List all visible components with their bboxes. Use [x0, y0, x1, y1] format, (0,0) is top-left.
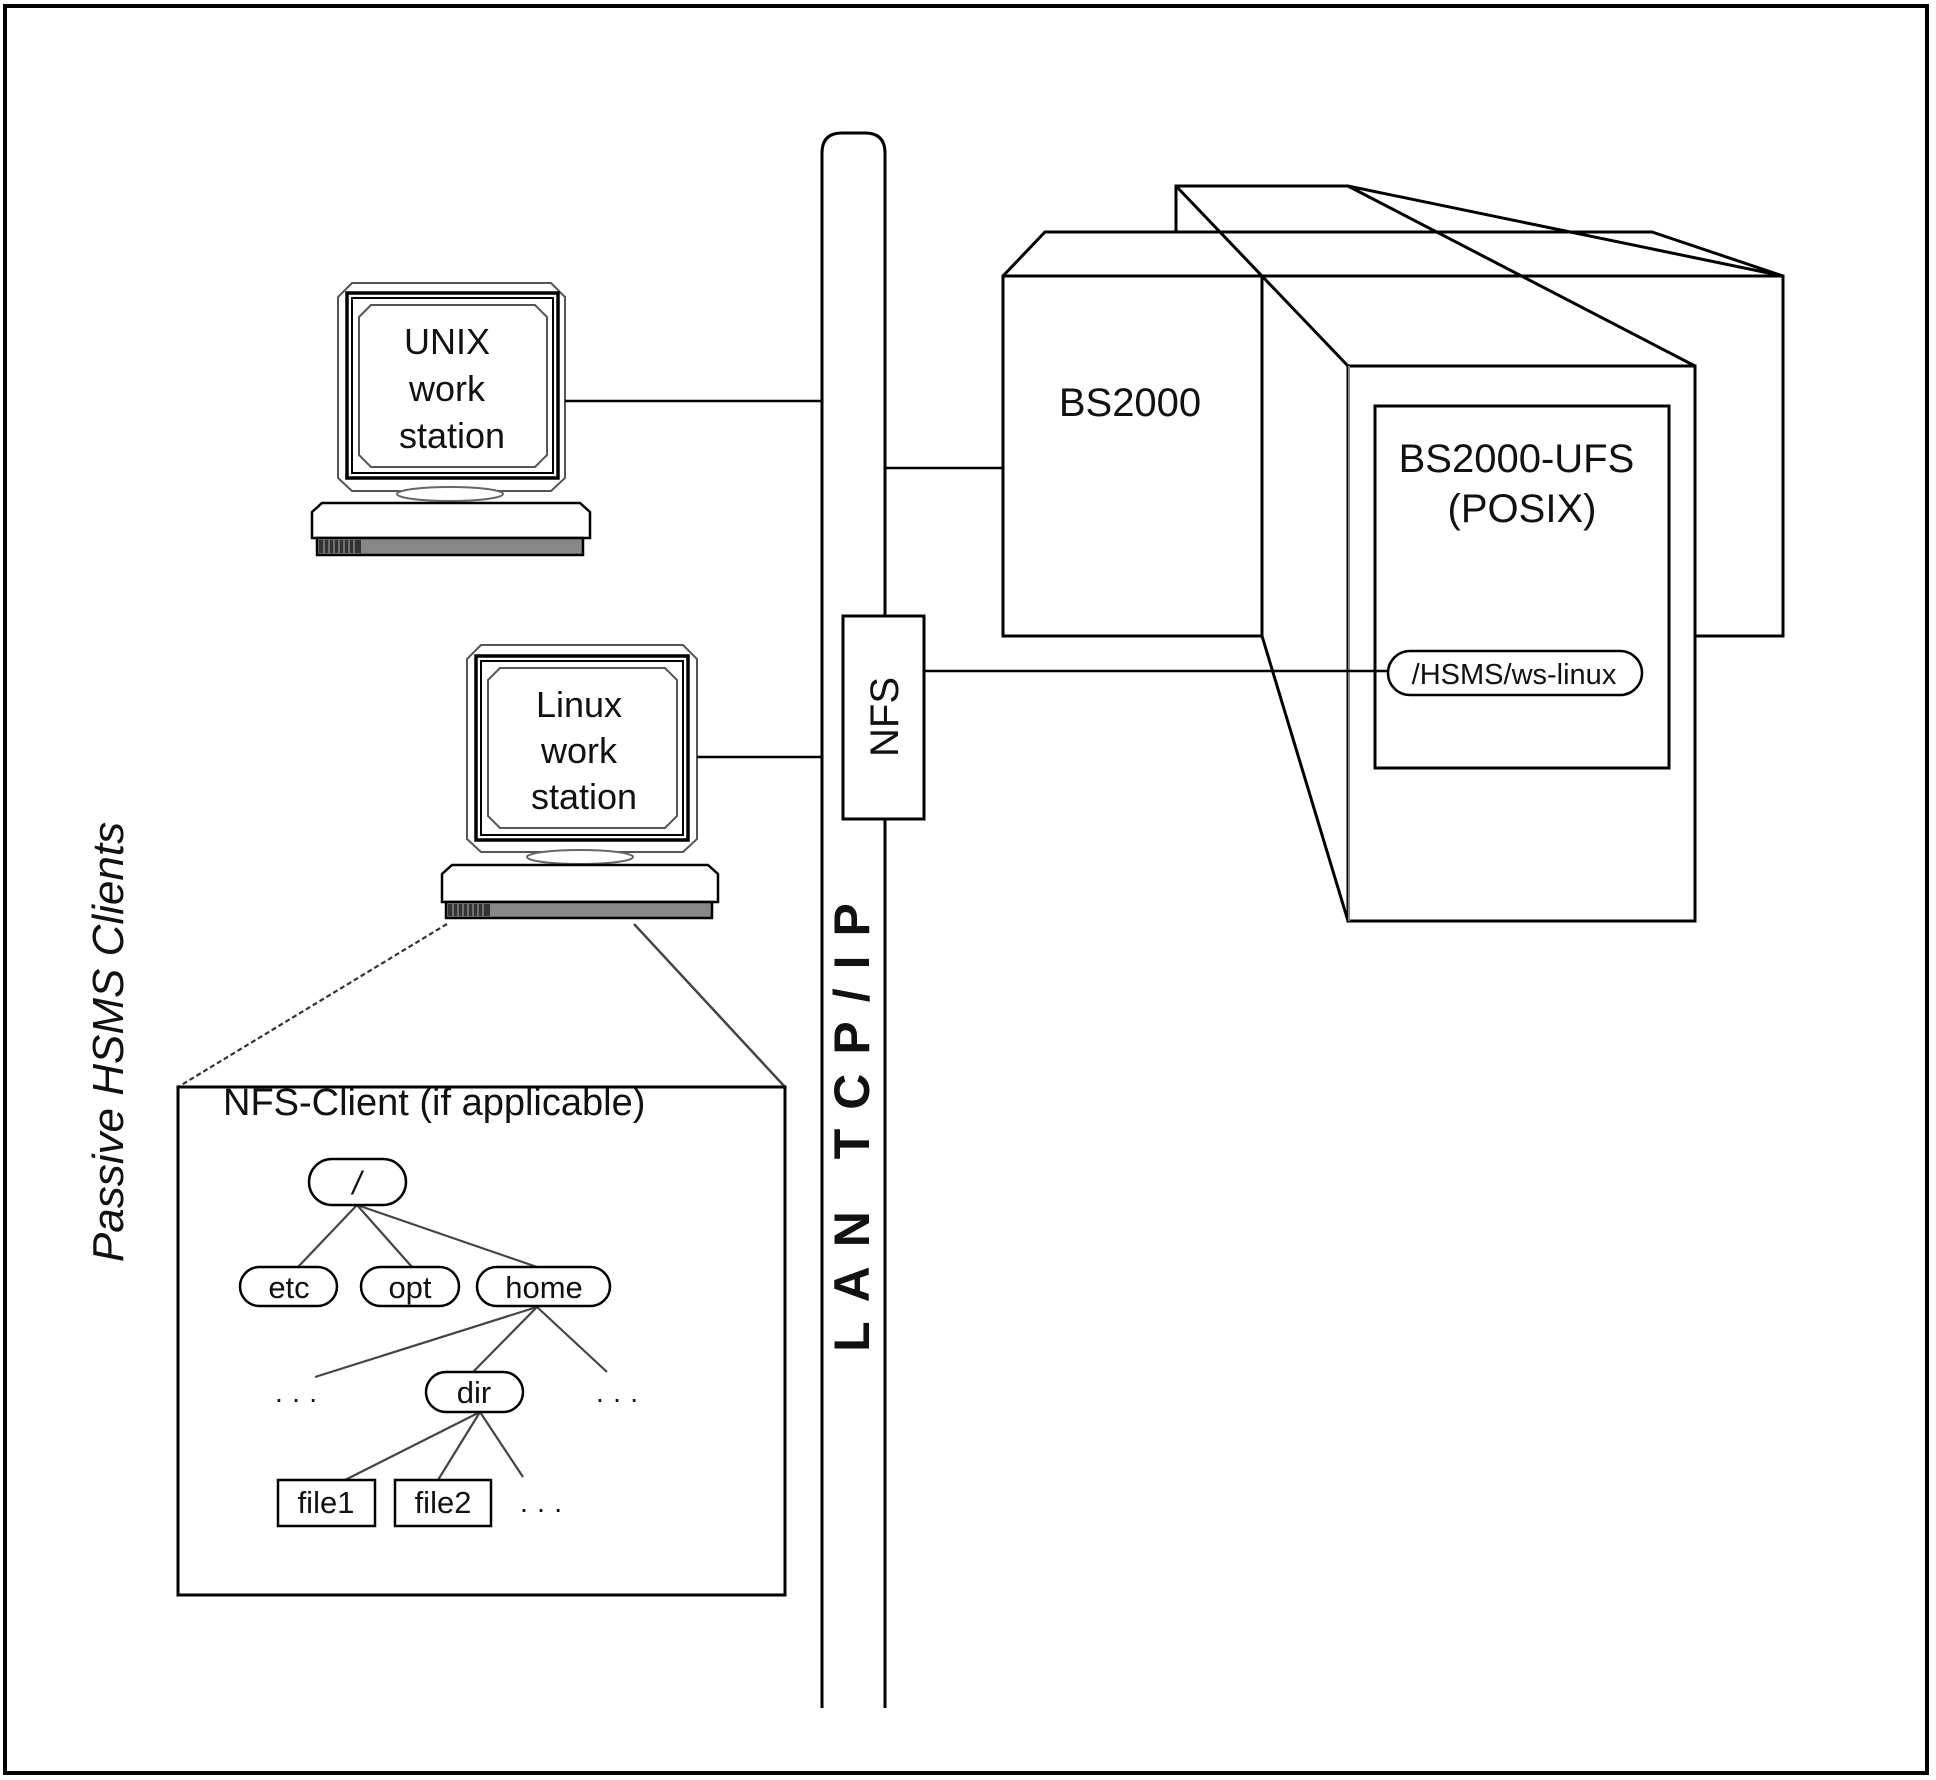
tree-ellipsis-files: · · ·	[519, 1493, 563, 1524]
tree-node-dir[interactable]: dir	[424, 1370, 525, 1414]
ufs-panel: BS2000-UFS (POSIX) /HSMS/ws-linux	[1373, 404, 1671, 770]
bs2000-server: BS2000 BS2000-UFS (POSIX) /HSMS/ws-linux	[1001, 184, 1785, 923]
tree-ellipsis-left: · · ·	[274, 1383, 318, 1414]
ufs-label: BS2000-UFS (POSIX)	[1399, 437, 1646, 531]
tree-file-file1[interactable]: file1	[276, 1478, 377, 1528]
tree-ellipsis-right: · · ·	[595, 1383, 639, 1414]
tree-node-label: home	[505, 1270, 583, 1305]
tree-node-label: /	[351, 1165, 365, 1201]
side-label: Passive HSMS Clients	[84, 822, 133, 1262]
computer-icon	[440, 644, 720, 920]
linux-workstation-label: Linux work station	[531, 684, 637, 817]
nfs-label: NFS	[863, 677, 907, 757]
tree-file-label: file2	[415, 1485, 472, 1520]
tree-node-etc[interactable]: etc	[238, 1265, 339, 1308]
tree-node-home[interactable]: home	[475, 1265, 612, 1308]
tree-file-file2[interactable]: file2	[393, 1478, 493, 1528]
tree-file-label: file1	[298, 1485, 355, 1520]
tree-node-opt[interactable]: opt	[359, 1265, 461, 1308]
tree-node-root[interactable]: /	[307, 1157, 408, 1207]
nfs-server-box: NFS	[841, 614, 926, 821]
lan-bus: LAN TCP/IP	[820, 131, 887, 1708]
nfs-client-panel: NFS-Client (if applicable) / etc opt	[176, 1082, 787, 1597]
tree-node-label: etc	[268, 1270, 309, 1305]
tree-node-label: opt	[388, 1270, 431, 1305]
nfs-client-title: NFS-Client (if applicable)	[223, 1082, 645, 1124]
linux-workstation: Linux work station	[440, 644, 822, 920]
unix-workstation-label: UNIX work station	[399, 321, 505, 456]
tree-node-label: dir	[457, 1375, 491, 1410]
lan-label: LAN TCP/IP	[824, 884, 880, 1352]
zoom-line-left	[177, 923, 448, 1088]
mount-path-node[interactable]: /HSMS/ws-linux	[1386, 649, 1644, 697]
tree-edges	[297, 1203, 608, 1481]
bs2000-label: BS2000	[1059, 381, 1201, 425]
zoom-line-right	[633, 923, 786, 1088]
computer-icon	[310, 282, 592, 557]
unix-workstation: UNIX work station	[310, 282, 822, 557]
mount-path-label: /HSMS/ws-linux	[1412, 659, 1617, 691]
